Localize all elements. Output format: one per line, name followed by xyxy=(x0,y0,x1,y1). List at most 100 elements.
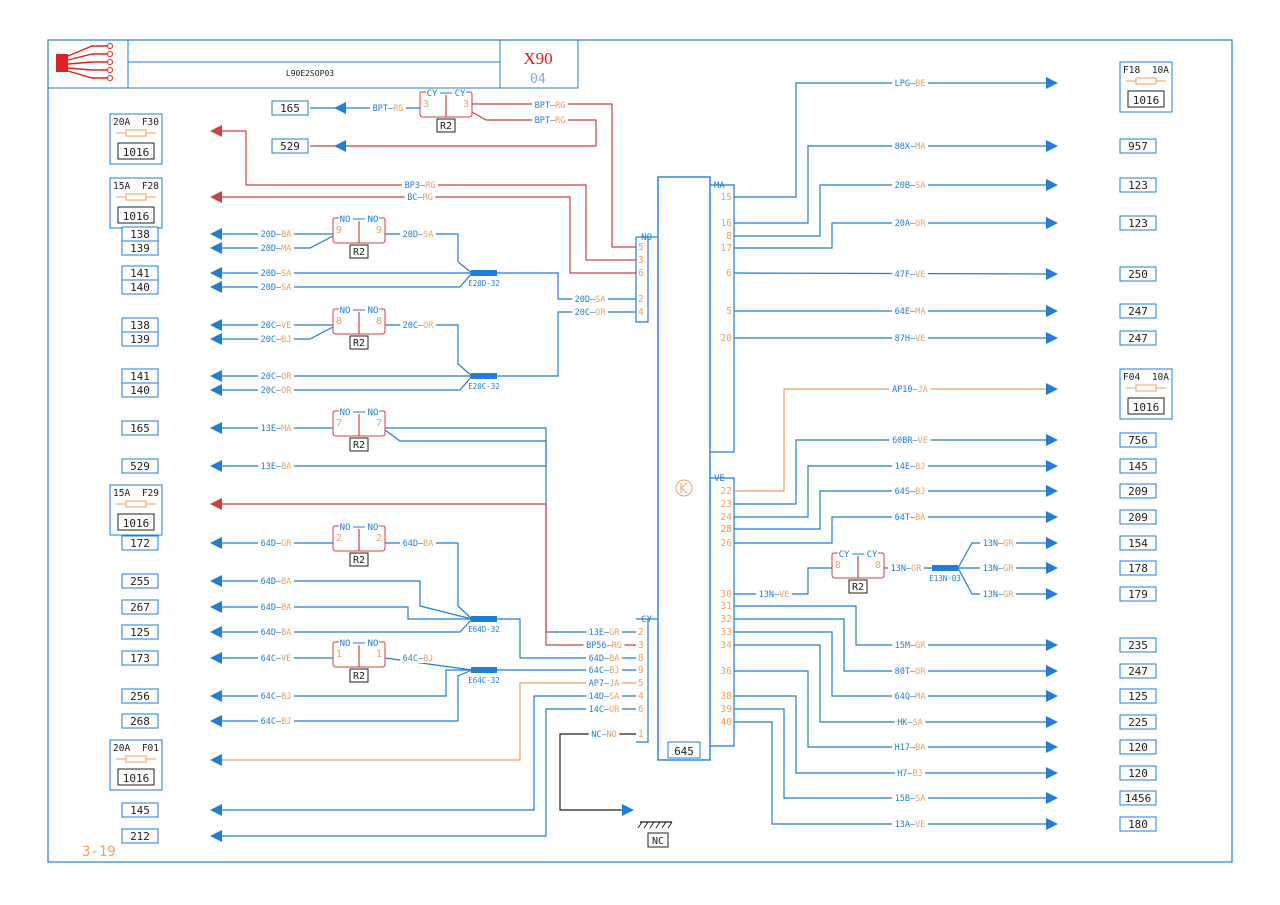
arrow-left-icon xyxy=(210,281,222,293)
wire-label-right-64t: 64T—BA xyxy=(895,513,926,523)
wire-label-20c-or-3: 20C—OR xyxy=(261,386,293,396)
ecu-pin-cy-6: 6 xyxy=(638,704,644,715)
wire-label-13e-ma: 13E—MA xyxy=(261,424,292,434)
ref-box-left-14-text: 255 xyxy=(130,575,150,588)
wire-label-bg xyxy=(888,563,924,573)
ref-box-left-1 xyxy=(271,100,309,116)
svg-text:8: 8 xyxy=(875,560,881,571)
wire-label-64c-bj-2: 64C—BJ xyxy=(261,692,292,702)
ecu-pin-ve-34: 34 xyxy=(721,640,733,651)
ref-box-right-6-text: 247 xyxy=(1128,332,1148,345)
ref-box-left-10-text: 140 xyxy=(130,384,150,397)
wire-label-bg xyxy=(889,384,931,394)
ref-box-right-10-text: 209 xyxy=(1128,511,1148,524)
ecu-pin-cy-2: 2 xyxy=(638,627,644,638)
ecu-pin-no-5: 5 xyxy=(638,242,644,253)
arrow-left-icon xyxy=(210,754,222,766)
svg-text:R2: R2 xyxy=(440,121,452,132)
ref-box-left-20 xyxy=(121,802,159,818)
arrow-left-icon xyxy=(210,319,222,331)
svg-text:F18: F18 xyxy=(1123,65,1140,76)
splice-e64d-32 xyxy=(471,616,497,622)
ref-box-left-11 xyxy=(121,420,159,436)
wire-label-bpt-1: BPT—RG xyxy=(373,104,404,114)
ecu-pin-ve-36: 36 xyxy=(721,666,733,677)
arrow-right-icon xyxy=(1046,818,1058,830)
ecu-pin-ve-40: 40 xyxy=(721,717,733,728)
wire-label-bg xyxy=(258,320,294,330)
svg-text:NO: NO xyxy=(368,523,379,533)
arrow-left-icon xyxy=(210,690,222,702)
wire-label-64c-bj-1: 64C—BJ xyxy=(403,654,434,664)
wire-label-right-88x: 88X—MA xyxy=(895,142,926,152)
svg-text:1016: 1016 xyxy=(123,146,150,159)
arrow-right-icon xyxy=(1046,217,1058,229)
ecu-pin-ma-15: 15 xyxy=(721,192,732,203)
wire-label-bpt-2: BPT—RG xyxy=(535,101,566,111)
svg-text:NO: NO xyxy=(340,306,351,316)
ref-box-right-3-text: 123 xyxy=(1128,217,1148,230)
wire xyxy=(636,618,649,743)
wire-label-ecu-cy-6: 14C—OR xyxy=(589,705,621,715)
wire-label-13n-gr-2: 13N—GR xyxy=(983,539,1015,549)
ref-box-right-10 xyxy=(1119,509,1157,525)
wire-label-bg xyxy=(892,180,928,190)
wire-label-bg xyxy=(258,268,294,278)
ecu-left-no-label: NO xyxy=(641,233,652,243)
wire-label-20c-or-1: 20C—OR xyxy=(403,321,435,331)
ref-box-right-12 xyxy=(1119,560,1157,576)
wire-label-20c-or-4: 20C—OR xyxy=(575,308,607,318)
ref-box-left-16-text: 125 xyxy=(130,626,150,639)
arrow-left-icon xyxy=(210,125,222,137)
wire-label-ecu-cy-1: NC—NO xyxy=(591,730,617,740)
wire xyxy=(635,236,649,323)
connector-version: 04 xyxy=(530,72,546,87)
ref-box-left-8 xyxy=(121,331,159,347)
ecu-pin-ma-16: 16 xyxy=(721,218,733,229)
ref-box-left-18-text: 256 xyxy=(130,690,150,703)
wire xyxy=(385,427,636,633)
svg-text:CY: CY xyxy=(427,89,438,99)
svg-text:8: 8 xyxy=(376,316,382,327)
wire-label-64d-ba-3: 64D—BA xyxy=(261,603,292,613)
wire-label-bg xyxy=(894,768,926,778)
wire-label-bg xyxy=(258,371,294,381)
label-layer: E20D-32E20C-32E64D-32E64C-32E13N-03BPT—R… xyxy=(258,78,1016,830)
wire-label-bg xyxy=(532,100,568,110)
arrow-right-icon xyxy=(1046,511,1058,523)
drawing-reference: L90E2SOP03 xyxy=(286,69,334,78)
wire-label-bg xyxy=(892,306,928,316)
arrow-left-icon xyxy=(210,370,222,382)
ref-box-right-2-text: 123 xyxy=(1128,179,1148,192)
wire-label-bg xyxy=(258,602,294,612)
arrow-right-icon xyxy=(1046,537,1058,549)
wire xyxy=(222,375,473,391)
wire-label-bg xyxy=(400,320,436,330)
ref-box-left-21-text: 212 xyxy=(130,830,150,843)
wire-label-right-47f: 47F—VE xyxy=(895,270,926,280)
svg-text:1016: 1016 xyxy=(1133,94,1160,107)
arrow-left-icon xyxy=(210,191,222,203)
ecu-number: 645 xyxy=(674,745,694,758)
svg-text:15A: 15A xyxy=(113,181,130,192)
wire-label-bg xyxy=(400,229,436,239)
wire xyxy=(497,272,636,300)
svg-text:R2: R2 xyxy=(353,555,365,566)
ecu-pin-cy-3: 3 xyxy=(638,640,644,651)
wire-label-bg xyxy=(894,717,926,727)
ref-box-left-8-text: 139 xyxy=(130,333,150,346)
wire xyxy=(222,196,636,274)
wire xyxy=(734,516,1046,544)
ecu-pin-ma-6: 6 xyxy=(726,268,732,279)
ecu-right-ve-label: VE xyxy=(714,474,725,484)
svg-text:10A: 10A xyxy=(1152,372,1169,383)
wire-label-bg xyxy=(258,423,294,433)
svg-text:2: 2 xyxy=(376,533,382,544)
splice-e13n-03-label: E13N-03 xyxy=(929,574,961,583)
arrow-left-icon xyxy=(210,267,222,279)
wire-label-right-15b: 15B—SA xyxy=(895,794,926,804)
wire-label-right-64s: 64S—BJ xyxy=(895,487,926,497)
ground-symbol: NC xyxy=(637,821,673,848)
